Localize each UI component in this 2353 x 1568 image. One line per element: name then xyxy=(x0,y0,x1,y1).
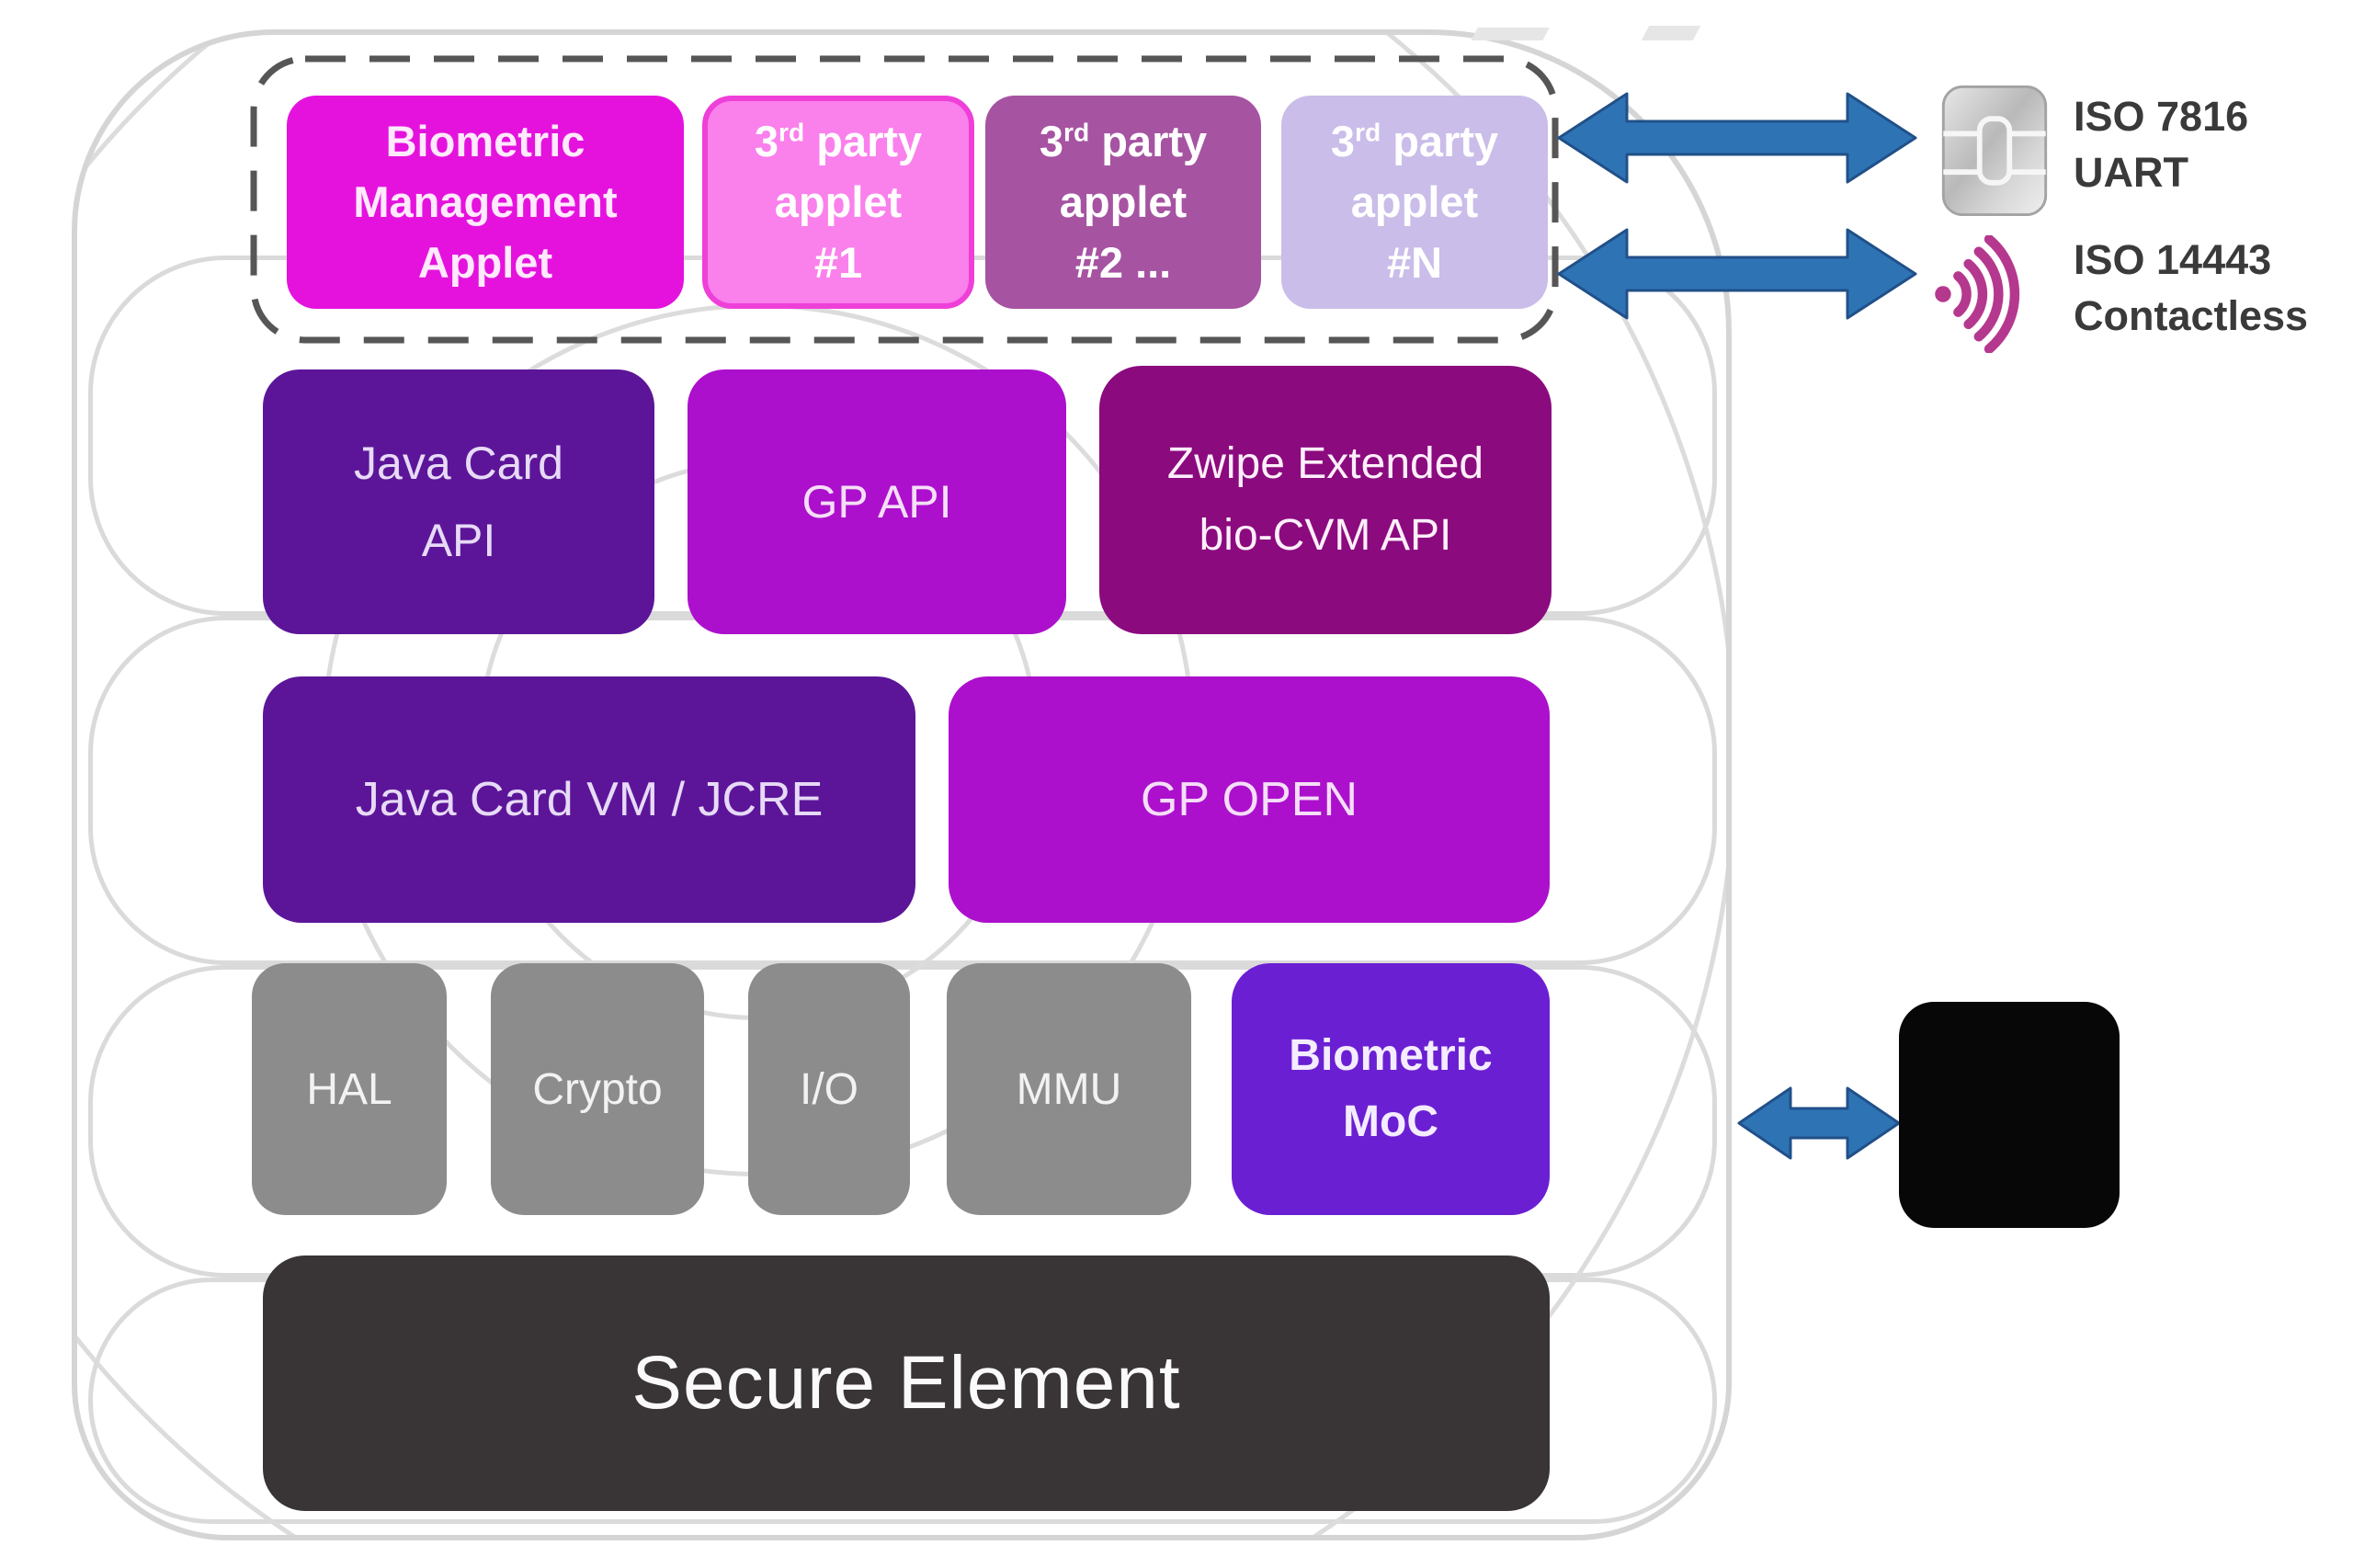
block-label-line: MoC xyxy=(1343,1097,1438,1146)
applet-box-biometric-management: Biometric Management Applet xyxy=(287,96,684,309)
applet-label-line: Applet xyxy=(417,238,553,287)
applet-label-line: applet xyxy=(1350,177,1479,226)
double-arrow-contactless xyxy=(1557,226,1917,326)
block-io: I/O xyxy=(748,963,910,1215)
block-label-line: API xyxy=(421,515,496,566)
block-hal: HAL xyxy=(252,963,447,1215)
applet-label-line: applet xyxy=(774,177,903,226)
applet-container-dashed-border xyxy=(247,52,1562,351)
applet-label-line: #1 xyxy=(813,238,863,287)
block-mmu: MMU xyxy=(947,963,1191,1215)
applet-label-line: #N xyxy=(1386,238,1443,287)
label-line: ISO 14443 xyxy=(2074,236,2272,283)
double-arrow-module xyxy=(1737,1083,1901,1168)
block-label: GP OPEN xyxy=(1140,773,1358,826)
applet-label-line: 3rd party xyxy=(1330,117,1499,165)
watermark-fragment xyxy=(1641,26,1701,40)
applet-box-third-party-1: 3rd party applet #1 xyxy=(702,96,974,309)
block-label-line: Zwipe Extended xyxy=(1166,439,1484,488)
watermark-fragment xyxy=(1471,28,1550,40)
applet-label-line: applet xyxy=(1059,177,1188,226)
black-module-box xyxy=(1899,1002,2120,1228)
applet-label-line: 3rd party xyxy=(1039,117,1208,165)
block-java-card-api: Java Card API xyxy=(263,369,654,634)
label-line: UART xyxy=(2074,149,2188,196)
label-iso-7816-uart: ISO 7816 UART xyxy=(2074,88,2248,200)
block-java-card-vm-jcre: Java Card VM / JCRE xyxy=(263,676,915,923)
block-label: HAL xyxy=(306,1064,392,1114)
label-line: Contactless xyxy=(2074,292,2309,339)
block-label: MMU xyxy=(1016,1064,1122,1114)
block-biometric-moc: Biometric MoC xyxy=(1232,963,1550,1215)
contactless-waves-icon xyxy=(1927,234,2039,358)
block-label-line: Biometric xyxy=(1289,1031,1493,1080)
secure-element-label: Secure Element xyxy=(631,1341,1181,1425)
block-label: Java Card VM / JCRE xyxy=(355,773,824,826)
applet-label-line: 3rd party xyxy=(754,117,923,165)
block-zwipe-extended-bio-cvm-api: Zwipe Extended bio-CVM API xyxy=(1099,366,1552,634)
applet-label-line: #2 ... xyxy=(1074,238,1172,287)
label-iso-14443-contactless: ISO 14443 Contactless xyxy=(2074,232,2308,344)
block-label-line: bio-CVM API xyxy=(1199,511,1452,560)
double-arrow-uart xyxy=(1557,90,1917,190)
block-secure-element: Secure Element xyxy=(263,1256,1550,1511)
applet-box-third-party-2: 3rd party applet #2 ... xyxy=(985,96,1261,309)
label-line: ISO 7816 xyxy=(2074,93,2249,140)
smartcard-chip-icon xyxy=(1941,83,2048,223)
block-gp-api: GP API xyxy=(688,369,1066,634)
block-gp-open: GP OPEN xyxy=(949,676,1550,923)
applet-label-line: Management xyxy=(353,177,618,226)
block-label: GP API xyxy=(801,476,952,528)
block-label-line: Java Card xyxy=(354,437,563,489)
applet-box-third-party-n: 3rd party applet #N xyxy=(1281,96,1548,309)
applet-label-line: Biometric xyxy=(385,117,585,165)
block-label: I/O xyxy=(799,1064,858,1114)
block-label: Crypto xyxy=(532,1064,663,1114)
block-crypto: Crypto xyxy=(491,963,704,1215)
